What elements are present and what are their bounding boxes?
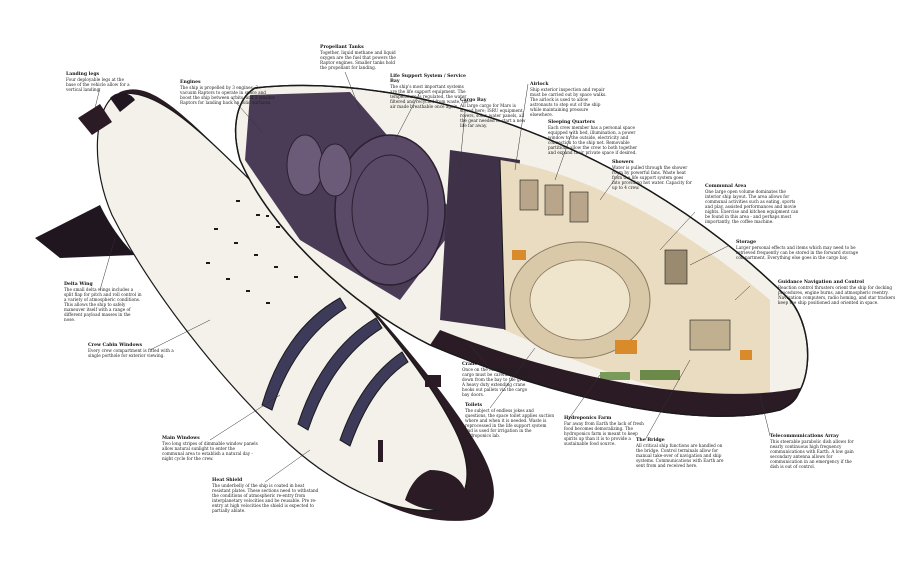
label-desc: Water is pulled through the shower room … (612, 165, 692, 190)
label-desc: Each crew member has a personal space eq… (548, 125, 638, 155)
label-title: Telecommunications Array (770, 434, 839, 439)
label-desc: The ship's most important systems are th… (390, 84, 469, 109)
label-desc: One large open volume dominates the inte… (705, 189, 799, 224)
label-desc: This steerable parabolic dish allows for… (770, 439, 854, 469)
bridge-console (689, 319, 731, 351)
label-cargo-bay: Cargo Bay All large cargo for Mars is st… (460, 98, 528, 128)
vent (378, 440, 383, 462)
label-delta-wing: Delta Wing The small delta wings include… (64, 282, 142, 322)
label-title: Showers (612, 160, 634, 165)
label-title: Propellant Tanks (320, 45, 364, 50)
cutaway-heat-shield (430, 330, 800, 417)
label-title: Life Support System / Service Bay (390, 74, 466, 84)
sleeping-quarter-1 (519, 179, 539, 211)
sleeping-quarter-3 (569, 191, 589, 223)
label-desc: Larger personal effects and items which … (736, 245, 859, 260)
label-title: Landing legs (66, 72, 100, 77)
leader-lines (94, 71, 771, 483)
label-desc: Two long stripes of dimmable window pane… (162, 441, 258, 461)
exterior-ship (35, 89, 494, 521)
cargo-bay-section (440, 150, 520, 330)
label-airlock: Airlock Ship exterior inspection and rep… (530, 82, 610, 117)
oxygen-tank (318, 143, 352, 197)
delta-wing-shape (35, 205, 135, 258)
green-plant-bed (640, 370, 680, 380)
label-life-support: Life Support System / Service Bay The sh… (390, 74, 472, 109)
label-engines: Engines The ship is propelled by 3 engin… (180, 80, 275, 105)
label-title: Crew Cabin Windows (88, 343, 143, 348)
cutaway-ship (234, 84, 809, 417)
label-desc: The underbelly of the ship is coated in … (212, 483, 319, 513)
label-main-windows: Main Windows Two long stripes of dimmabl… (162, 436, 258, 461)
label-desc: The ship is propelled by 3 engines; 3 va… (180, 85, 275, 105)
label-desc: Once on the Martian surface cargo must b… (462, 367, 534, 397)
label-storage: Storage Larger personal effects and item… (736, 240, 866, 260)
label-propellant-tanks: Propellant Tanks Together, liquid methan… (320, 45, 398, 70)
label-desc: Far away from Earth the lack of fresh fo… (564, 421, 644, 446)
label-title: Hydroponics Farm (564, 416, 612, 421)
label-showers: Showers Water is pulled through the show… (612, 160, 692, 190)
label-desc: Four deployable legs at the base of the … (66, 77, 130, 92)
methane-tank (286, 134, 324, 196)
label-title: Toilets (465, 403, 483, 408)
label-title: Heat Shield (212, 478, 243, 483)
label-desc: The small delta wings includes a split f… (64, 287, 142, 322)
main-window-stripe-2 (297, 317, 383, 431)
label-landing-legs: Landing legs Four deployable legs at the… (66, 72, 134, 92)
label-title: Guidance Navigation and Control (778, 280, 865, 285)
label-title: Delta Wing (64, 282, 93, 287)
label-title: The Bridge (636, 438, 665, 443)
label-title: Engines (180, 80, 201, 85)
label-desc: Reaction control thrusters orient the sh… (778, 285, 896, 305)
orange-panel-2 (615, 340, 637, 354)
main-window-stripe-3 (339, 351, 409, 447)
label-heat-shield: Heat Shield The underbelly of the ship i… (212, 478, 320, 513)
label-communal-area: Communal Area One large open volume domi… (705, 184, 800, 224)
label-title: Communal Area (705, 184, 747, 189)
engine-stub (110, 92, 135, 112)
label-crew-cabin-windows: Crew Cabin Windows Every crew compartmen… (88, 343, 184, 358)
label-desc: Together, liquid methane and liquid oxyg… (320, 50, 396, 70)
hydroponics-bed (600, 372, 630, 380)
label-sleeping-quarters: Sleeping Quarters Each crew member has a… (548, 120, 640, 155)
label-title: Main Windows (162, 436, 200, 441)
label-guidance: Guidance Navigation and Control Reaction… (778, 280, 896, 305)
label-desc: All critical ship functions are handled … (636, 443, 724, 468)
orange-panel-3 (740, 350, 752, 360)
label-telecom: Telecommunications Array This steerable … (770, 434, 860, 469)
label-title: Crane (462, 362, 478, 367)
label-desc: Every crew compartment is fitted with a … (88, 348, 174, 358)
main-window-stripe-1 (261, 297, 347, 411)
hatch (425, 375, 441, 387)
landing-leg (78, 104, 112, 135)
label-title: Storage (736, 240, 757, 245)
sleeping-quarter-2 (544, 184, 564, 216)
label-title: Airlock (530, 82, 549, 87)
nose-tip (405, 470, 466, 511)
label-bridge: The Bridge All critical ship functions a… (636, 438, 726, 468)
orange-panel-1 (512, 250, 526, 260)
label-desc: Ship exterior inspection and repair must… (530, 87, 607, 117)
label-crane: Crane Once on the Martian surface cargo … (462, 362, 534, 397)
storage-unit (664, 249, 688, 285)
label-title: Cargo Bay (460, 98, 487, 103)
label-desc: The subject of endless jokes and questio… (465, 408, 555, 438)
label-title: Sleeping Quarters (548, 120, 595, 125)
label-desc: All large cargo for Mars is stored here;… (460, 103, 526, 128)
label-hydroponics: Hydroponics Farm Far away from Earth the… (564, 416, 644, 446)
label-toilets: Toilets The subject of endless jokes and… (465, 403, 555, 438)
